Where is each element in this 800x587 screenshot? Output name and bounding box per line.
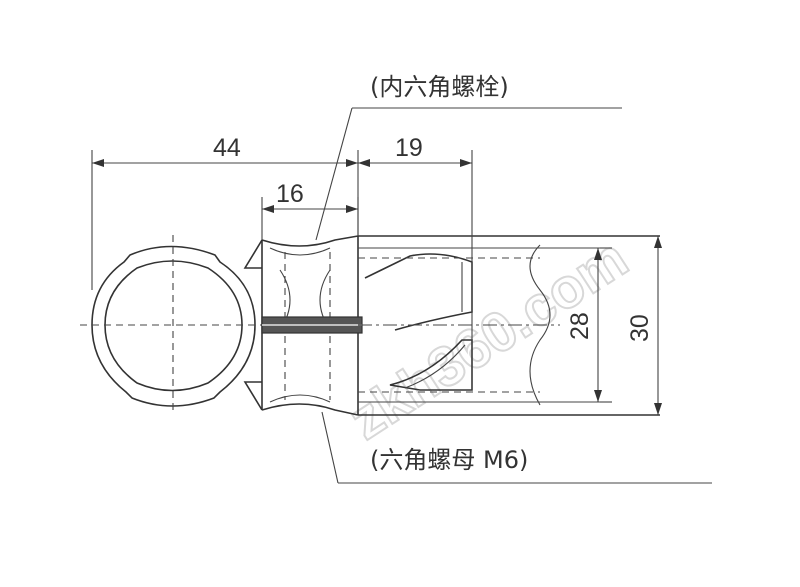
dim-19-label: 19	[395, 134, 423, 162]
hex-bolt-label: (内六角螺栓)	[370, 73, 509, 101]
callout-hex-bolt: (内六角螺栓)	[315, 73, 622, 241]
dim-44-label: 44	[213, 134, 241, 162]
dim-30-label: 30	[626, 314, 654, 342]
dim-28-label: 28	[566, 312, 594, 340]
right-tube	[358, 235, 660, 416]
dimension-28: 28	[566, 247, 612, 403]
dimension-44: 44	[91, 134, 359, 290]
dimension-30: 30	[626, 236, 662, 415]
callout-hex-nut: (六角螺母 M6)	[321, 411, 712, 484]
bolt-assembly	[364, 253, 473, 391]
dim-16-label: 16	[276, 180, 304, 208]
dimension-16: 16	[261, 180, 359, 240]
joint-body	[243, 235, 363, 416]
dimension-19: 19	[358, 134, 473, 262]
round-pipe-profile	[80, 235, 262, 415]
hex-nut-label: (六角螺母 M6)	[370, 446, 528, 474]
